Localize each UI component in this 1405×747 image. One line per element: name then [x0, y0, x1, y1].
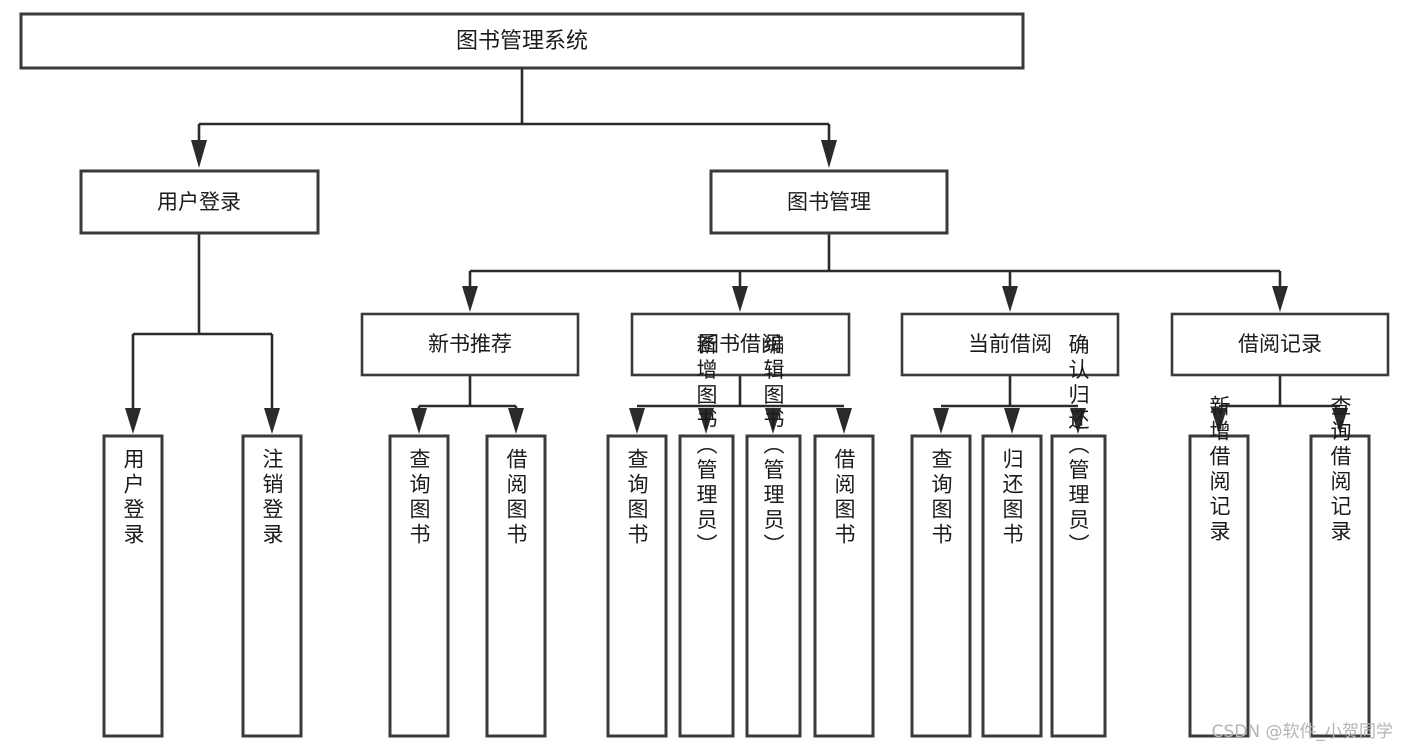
arrow-head-icon	[765, 408, 781, 434]
leaf-node[interactable]: 编辑图书（管理员）	[745, 334, 802, 738]
leaf-node-label: 用户登录	[121, 448, 145, 548]
arrow-head-icon	[462, 286, 478, 312]
leaf-node[interactable]: 查询图书	[910, 434, 972, 738]
arrow-head-icon	[821, 140, 837, 168]
node-current-borrow-label: 当前借阅	[968, 332, 1052, 356]
arrow-head-icon	[264, 408, 280, 434]
node-book-borrow-box[interactable]	[630, 312, 851, 377]
node-root[interactable]: 图书管理系统	[19, 12, 1025, 70]
leaf-node-label: 借阅图书	[832, 448, 856, 548]
connector-group-current-borrow	[933, 375, 1086, 434]
arrow-head-icon	[732, 286, 748, 312]
arrow-head-icon	[1002, 286, 1018, 312]
leaf-node[interactable]: 注销登录	[241, 434, 303, 738]
arrow-head-icon	[1272, 286, 1288, 312]
node-current-borrow[interactable]: 当前借阅	[900, 312, 1120, 377]
connector-group-book-borrow	[629, 375, 852, 434]
leaf-node[interactable]: 借阅图书	[813, 434, 875, 738]
arrow-head-icon	[933, 408, 949, 434]
node-user-login-box[interactable]	[79, 169, 320, 235]
leaf-node-label: 查询借阅记录	[1328, 395, 1352, 545]
leaf-node-label: 新增图书（管理员）	[694, 334, 718, 559]
leaf-node[interactable]: 借阅图书	[485, 434, 547, 738]
connector-group-book-manage	[462, 233, 1288, 312]
node-book-manage[interactable]: 图书管理	[709, 169, 949, 235]
node-new-book-recommend[interactable]: 新书推荐	[360, 312, 580, 377]
leaf-node-box[interactable]	[813, 434, 875, 738]
node-borrow-record-label: 借阅记录	[1238, 332, 1322, 356]
leaf-node-box[interactable]	[910, 434, 972, 738]
leaf-node-label: 确认归还（管理员）	[1066, 334, 1090, 559]
node-current-borrow-box[interactable]	[900, 312, 1120, 377]
leaf-node[interactable]: 查询图书	[606, 434, 668, 738]
node-book-manage-box[interactable]	[709, 169, 949, 235]
leaf-node-label: 归还图书	[1000, 448, 1024, 548]
node-root-label: 图书管理系统	[456, 29, 588, 54]
leaf-node[interactable]: 新增借阅记录	[1188, 395, 1250, 738]
node-borrow-record-box[interactable]	[1170, 312, 1390, 377]
leaf-node[interactable]: 用户登录	[102, 434, 164, 738]
leaf-node-box[interactable]	[606, 434, 668, 738]
arrow-head-icon	[629, 408, 645, 434]
connector-group-borrow-record	[1211, 375, 1348, 434]
arrow-head-icon	[1211, 408, 1227, 434]
arrow-head-icon	[411, 408, 427, 434]
arrow-head-icon	[1332, 408, 1348, 434]
connector-group-new-book-rec	[411, 375, 524, 434]
leaf-node-box[interactable]	[1309, 434, 1371, 738]
arrow-head-icon	[1004, 408, 1020, 434]
node-user-login[interactable]: 用户登录	[79, 169, 320, 235]
arrow-head-icon	[191, 140, 207, 168]
node-user-login-label: 用户登录	[157, 190, 241, 214]
connector-group-user-login	[125, 233, 280, 434]
arrow-head-icon	[125, 408, 141, 434]
leaf-node[interactable]: 归还图书	[981, 434, 1043, 738]
leaf-node-box[interactable]	[1188, 434, 1250, 738]
node-book-borrow[interactable]: 图书借阅	[630, 312, 851, 377]
leaf-node-label: 查询图书	[929, 448, 953, 548]
leaf-node-box[interactable]	[678, 434, 735, 738]
watermark-text: CSDN @软件_小贺同学	[1211, 722, 1393, 742]
leaf-node-label: 查询图书	[407, 448, 431, 548]
arrow-head-icon	[836, 408, 852, 434]
leaf-node-label: 新增借阅记录	[1207, 395, 1231, 545]
node-new-book-recommend-box[interactable]	[360, 312, 580, 377]
arrow-head-icon	[698, 408, 714, 434]
leaf-node-box[interactable]	[981, 434, 1043, 738]
node-book-manage-label: 图书管理	[787, 190, 871, 214]
node-borrow-record[interactable]: 借阅记录	[1170, 312, 1390, 377]
leaf-node-label: 借阅图书	[504, 448, 528, 548]
node-book-borrow-label: 图书借阅	[698, 332, 782, 356]
leaf-node-label: 查询图书	[625, 448, 649, 548]
leaf-node-box[interactable]	[388, 434, 450, 738]
leaf-node[interactable]: 确认归还（管理员）	[1050, 334, 1107, 738]
leaf-node[interactable]: 查询图书	[388, 434, 450, 738]
leaf-node[interactable]: 新增图书（管理员）	[678, 334, 735, 738]
leaf-node-box[interactable]	[1050, 434, 1107, 738]
arrow-head-icon	[1070, 408, 1086, 434]
leaf-node[interactable]: 查询借阅记录	[1309, 395, 1371, 738]
node-root-box[interactable]	[19, 12, 1025, 70]
connector-group-root	[191, 68, 837, 168]
leaf-node-label: 编辑图书（管理员）	[761, 334, 785, 559]
arrow-head-icon	[508, 408, 524, 434]
leaf-node-label: 注销登录	[260, 448, 284, 548]
leaf-node-box[interactable]	[745, 434, 802, 738]
leaf-node-box[interactable]	[485, 434, 547, 738]
node-new-book-recommend-label: 新书推荐	[428, 332, 512, 356]
leaf-node-box[interactable]	[102, 434, 164, 738]
leaf-node-box[interactable]	[241, 434, 303, 738]
